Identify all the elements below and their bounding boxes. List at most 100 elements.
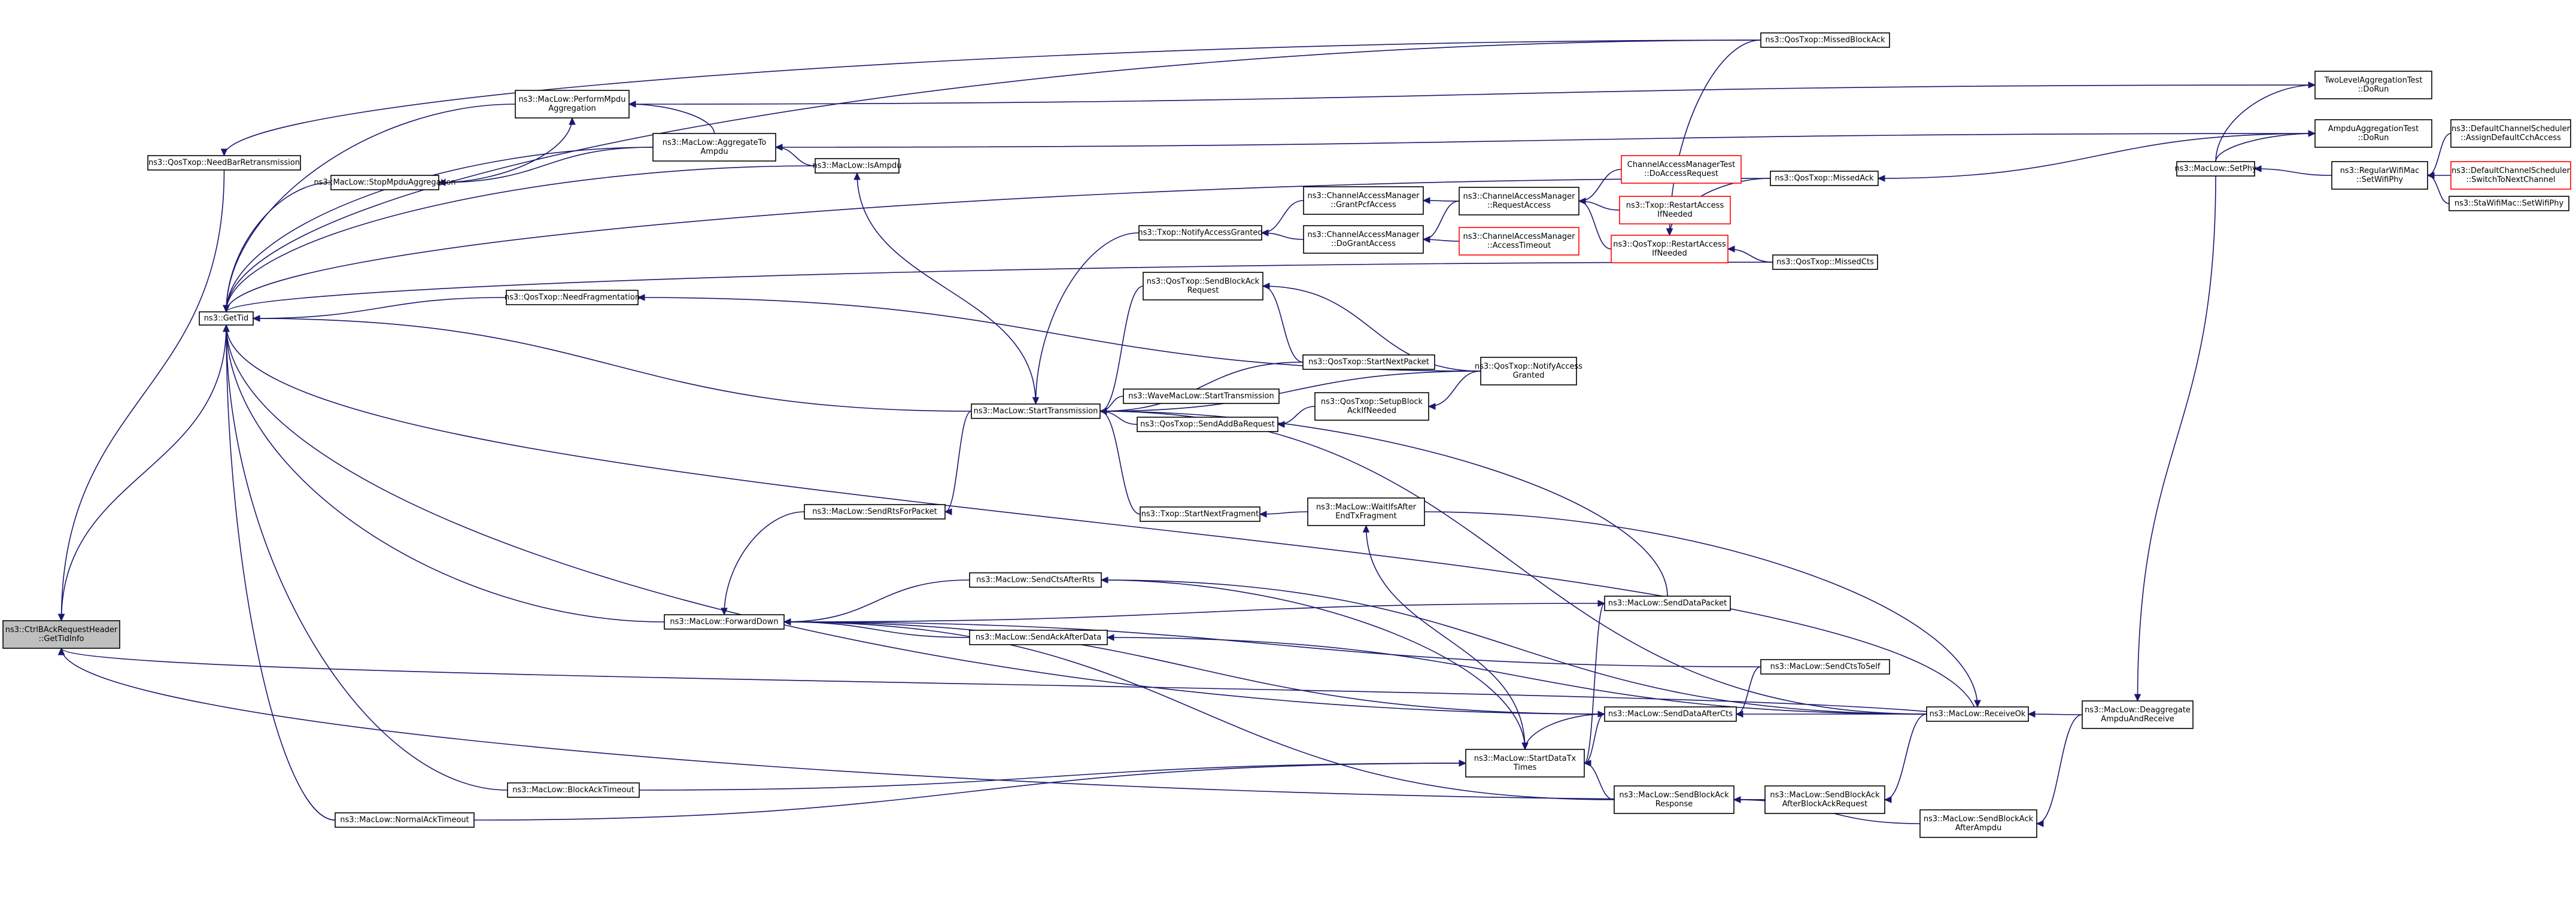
node-label: ns3::QosTxop::RestartAccess xyxy=(1613,240,1726,249)
node-n01[interactable]: ns3::CtrlBAckRequestHeader::GetTidInfo xyxy=(2,620,120,649)
node-label: ns3::ChannelAccessManager xyxy=(1463,232,1576,241)
node-box xyxy=(1604,706,1737,722)
arrow-head xyxy=(57,614,65,622)
node-n50[interactable]: ns3::StaWifiMac::SetWifiPhy xyxy=(2449,196,2569,211)
node-n41[interactable]: ns3::MacLow::ReceiveOk xyxy=(1926,706,2029,722)
node-box xyxy=(1621,155,1742,184)
node-n38[interactable]: ns3::QosTxop::MissedCts xyxy=(1772,254,1878,270)
node-n40[interactable]: ns3::MacLow::SendBlockAckAfterBlockAckRe… xyxy=(1764,785,1885,814)
node-label: ChannelAccessManagerTest xyxy=(1627,160,1735,169)
node-box xyxy=(969,572,1102,588)
node-label: ns3::MacLow::Deaggregate xyxy=(2085,706,2191,715)
node-label: ::AccessTimeout xyxy=(1487,241,1551,250)
node-n13[interactable]: ns3::MacLow::SendAckAfterData xyxy=(969,630,1108,645)
node-n49[interactable]: ns3::DefaultChannelScheduler::SwitchToNe… xyxy=(2450,161,2571,190)
node-n28[interactable]: ns3::ChannelAccessManager::AccessTimeout xyxy=(1459,227,1579,256)
arrow-head xyxy=(2426,172,2435,179)
node-box xyxy=(1302,354,1435,370)
node-n02[interactable]: ns3::QosTxop::NeedBarRetransmission xyxy=(147,155,301,171)
node-n29[interactable]: ns3::QosTxop::NotifyAccessGranted xyxy=(1475,357,1582,385)
node-n39[interactable]: ns3::MacLow::SendCtsToSelf xyxy=(1760,659,1890,675)
edge-n31-to-n11 xyxy=(783,618,1605,715)
edge-n12-to-n26 xyxy=(1101,579,1529,751)
edge-n29-to-n24 xyxy=(1427,371,1481,410)
node-n08[interactable]: ns3::QosTxop::NeedFragmentation xyxy=(505,290,640,305)
node-n46[interactable]: ns3::MacLow::SetPhy xyxy=(2174,161,2257,177)
edge-n41-to-n40 xyxy=(1884,713,1927,803)
node-box xyxy=(815,158,900,174)
node-n07[interactable]: ns3::MacLow::IsAmpdu xyxy=(813,158,902,174)
node-box xyxy=(2450,119,2571,148)
node-box xyxy=(1760,659,1890,675)
node-n11[interactable]: ns3::MacLow::ForwardDown xyxy=(664,614,785,630)
node-n30[interactable]: ns3::MacLow::SendDataPacket xyxy=(1604,596,1731,611)
node-label: ns3::DefaultChannelScheduler xyxy=(2452,125,2571,133)
node-label: ns3::MacLow::SendBlockAck xyxy=(1770,791,1880,800)
arrow-head xyxy=(1422,197,1430,204)
node-n20[interactable]: ns3::Txop::StartNextFragment xyxy=(1140,506,1260,522)
edge-n05-to-n04 xyxy=(438,117,576,183)
node-n36[interactable]: ns3::QosTxop::MissedBlockAck xyxy=(1760,32,1890,48)
node-n44[interactable]: AmpduAggregationTest::DoRun xyxy=(2314,119,2432,148)
node-n27[interactable]: ns3::ChannelAccessManager::RequestAccess xyxy=(1459,187,1579,215)
arrow-head xyxy=(1884,796,1892,803)
node-n43[interactable]: TwoLevelAggregationTest::DoRun xyxy=(2314,71,2432,99)
edge-n11-to-n03 xyxy=(223,324,665,623)
node-label: ns3::ChannelAccessManager xyxy=(1308,230,1420,239)
node-label: ns3::MacLow::SendCtsAfterRts xyxy=(976,576,1095,585)
node-n22[interactable]: ns3::ChannelAccessManager::DoGrantAccess xyxy=(1303,225,1424,254)
node-n19[interactable]: ns3::QosTxop::SendAddBaRequest xyxy=(1137,417,1278,432)
node-n10[interactable]: ns3::MacLow::SendRtsForPacket xyxy=(804,504,946,520)
arrow-head xyxy=(2027,711,2036,718)
node-n47[interactable]: ns3::RegularWifiMac::SetWifiPhy xyxy=(2331,161,2428,190)
node-label: ns3::MacLow::AggregateTo xyxy=(663,138,767,147)
edge-n46-to-n43 xyxy=(2215,81,2316,162)
edge-n03-to-n01 xyxy=(57,324,227,622)
node-n37[interactable]: ns3::QosTxop::MissedAck xyxy=(1770,171,1879,186)
node-n03[interactable]: ns3::GetTid xyxy=(199,311,254,326)
edge-n50-to-n47 xyxy=(2426,172,2450,204)
node-n05[interactable]: ns3::MacLow::StopMpduAggregation xyxy=(314,175,456,190)
node-n33[interactable]: ChannelAccessManagerTest::DoAccessReques… xyxy=(1621,155,1742,184)
node-label: ns3::QosTxop::SetupBlock xyxy=(1321,397,1423,406)
edge-n28-to-n22 xyxy=(1422,236,1460,243)
node-n31[interactable]: ns3::MacLow::SendDataAfterCts xyxy=(1604,706,1737,722)
node-box xyxy=(1459,187,1579,215)
node-n48[interactable]: ns3::DefaultChannelScheduler::AssignDefa… xyxy=(2450,119,2571,148)
node-label: ns3::QosTxop::NotifyAccess xyxy=(1475,362,1582,371)
node-box xyxy=(1465,749,1585,778)
arrow-head xyxy=(252,315,260,322)
edge-n39-to-n31 xyxy=(1735,666,1761,718)
node-n18[interactable]: ns3::WaveMacLow::StartTransmission xyxy=(1123,388,1280,404)
edge-n29-to-n17 xyxy=(1262,283,1481,372)
node-label: ns3::QosTxop::SendAddBaRequest xyxy=(1140,420,1275,429)
arrow-head xyxy=(1583,760,1591,767)
arrow-head xyxy=(2253,165,2262,172)
node-box xyxy=(515,90,630,119)
node-box xyxy=(969,630,1108,645)
arrow-head xyxy=(1459,760,1467,767)
node-n16[interactable]: ns3::Txop::NotifyAccessGranted xyxy=(1138,225,1263,241)
node-n21[interactable]: ns3::ChannelAccessManager::GrantPcfAcces… xyxy=(1303,186,1424,215)
node-box xyxy=(1770,171,1879,186)
node-label: ns3::MacLow::NormalAckTimeout xyxy=(340,816,469,825)
node-n09[interactable]: ns3::MacLow::StartTransmission xyxy=(971,403,1101,419)
node-n15[interactable]: ns3::MacLow::NormalAckTimeout xyxy=(335,812,475,828)
node-label: ::GetTidInfo xyxy=(39,634,84,643)
node-label: ns3::QosTxop::MissedCts xyxy=(1776,258,1874,267)
node-n14[interactable]: ns3::MacLow::BlockAckTimeout xyxy=(507,782,640,798)
node-label: AfterBlockAckRequest xyxy=(1782,800,1868,809)
node-n12[interactable]: ns3::MacLow::SendCtsAfterRts xyxy=(969,572,1102,588)
node-n23[interactable]: ns3::QosTxop::StartNextPacket xyxy=(1302,354,1435,370)
